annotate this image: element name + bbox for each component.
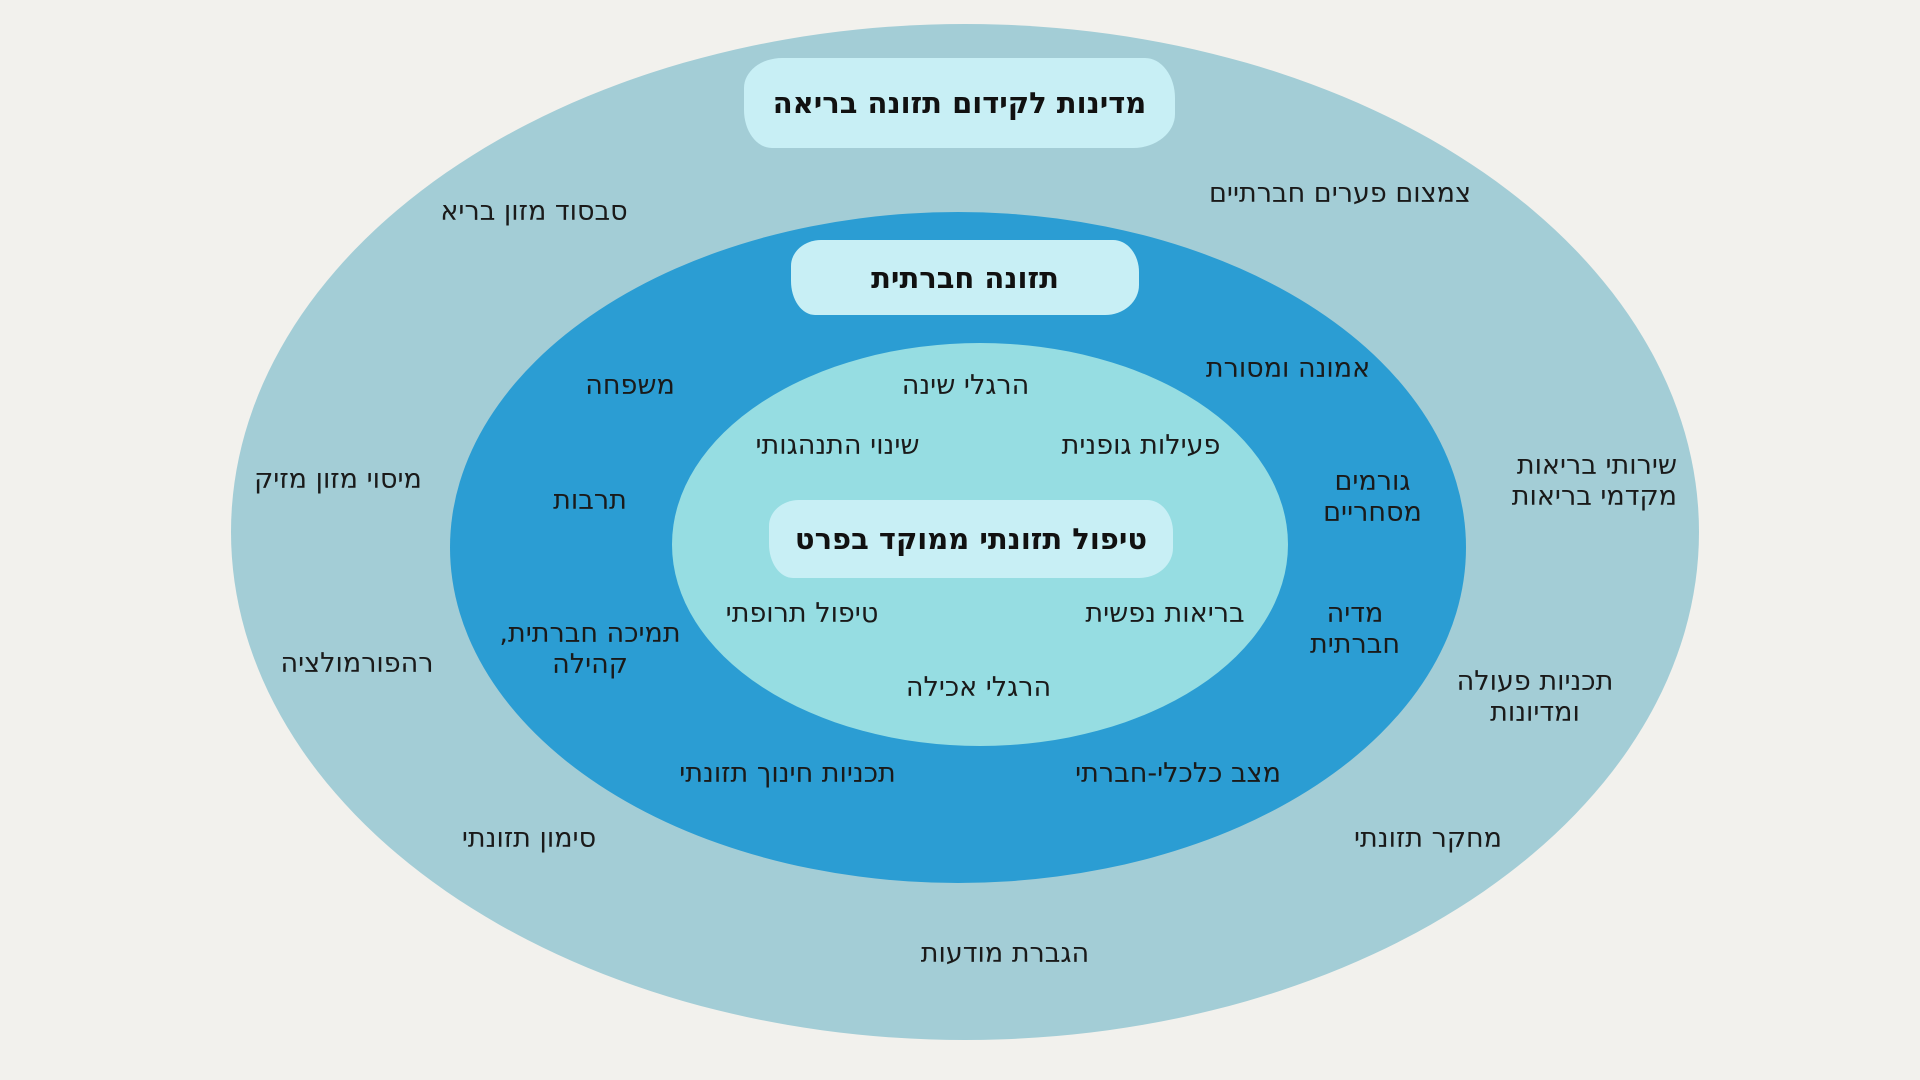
middle-item-social-media: מדיה חברתית [1309,598,1401,660]
middle-item-nutrition-education-programs: תכניות חינוך תזונתי [679,758,896,789]
outer-item-nutrition-labeling: סימון תזונתי [461,823,597,854]
middle-item-commercial-factors: גורמים מסחריים [1323,466,1422,528]
inner-item-behavior-change: שינוי התנהגותי [755,430,920,461]
inner-item-mental-health: בריאות נפשית [1085,598,1245,629]
inner-item-medication-treatment: טיפול תרופתי [725,598,879,629]
outer-ring-title-highlight: מדינות לקידום תזונה בריאה [744,58,1175,148]
outer-item-primary-health-services: שירותי בריאות מקדמי בריאות [1511,450,1677,512]
inner-item-eating-habits: הרגלי אכילה [905,672,1052,703]
middle-item-faith-tradition: אמונה ומסורת [1205,353,1371,384]
inner-item-sleep-habits: הרגלי שינה [901,370,1030,401]
inner-circle-title: טיפול תזונתי ממוקד בפרט [794,522,1148,556]
outer-item-healthy-food-subsidy: סבסוד מזון בריא [440,196,628,227]
middle-ring-title-highlight: תזונה חברתית [791,240,1139,315]
outer-item-nutrition-research: מחקר תזונתי [1354,823,1502,854]
middle-ring-title: תזונה חברתית [871,260,1059,295]
middle-item-socioeconomic-status: מצב כלכלי-חברתי [1075,758,1281,789]
middle-item-family: משפחה [585,370,675,401]
outer-ring-title: מדינות לקידום תזונה בריאה [772,86,1147,120]
middle-item-culture: תרבות [553,485,627,516]
outer-item-reducing-social-gaps: צמצום פערים חברתיים [1209,178,1471,209]
outer-item-reformulation: רהפורמולציה [280,648,434,679]
middle-item-social-support-community: תמיכה חברתית, קהילה [499,618,681,680]
inner-item-physical-activity: פעילות גופנית [1061,430,1221,461]
outer-item-harmful-food-tax: מיסוי מזון מזיק [254,464,422,495]
outer-item-raising-awareness: הגברת מודעות [920,938,1090,969]
outer-item-action-plans-policies: תכניות פעולה ומדיונות [1456,666,1614,728]
inner-circle-title-highlight: טיפול תזונתי ממוקד בפרט [769,500,1173,578]
